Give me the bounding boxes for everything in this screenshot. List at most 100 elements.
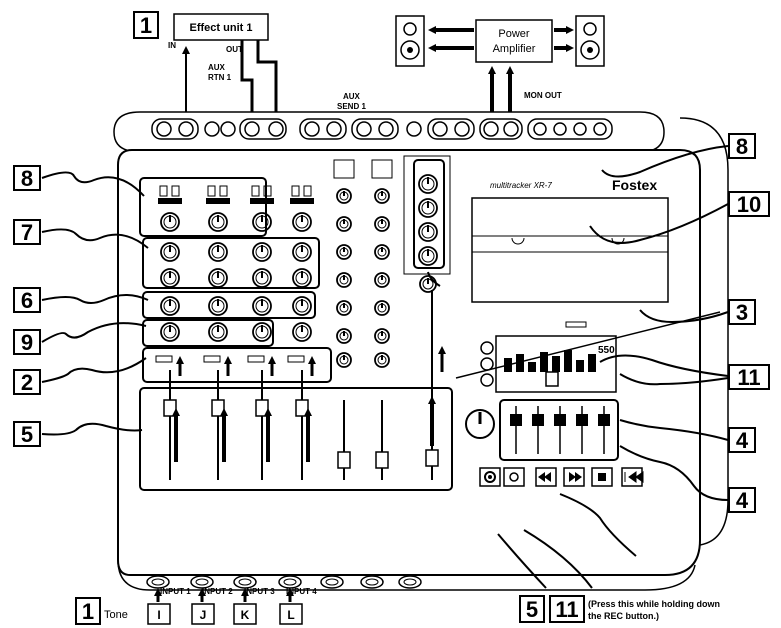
side-button[interactable]	[480, 357, 494, 371]
svg-text:4: 4	[736, 428, 749, 453]
brand-model: multitracker XR-7	[490, 181, 552, 190]
svg-text:1: 1	[82, 599, 94, 624]
channel-switch[interactable]	[251, 185, 260, 197]
input-jack[interactable]	[320, 575, 344, 589]
control-label-l: L	[287, 608, 294, 622]
out-cable-2	[256, 40, 278, 112]
box-7	[142, 237, 320, 289]
recorder-section: multitracker XR-7 Fostex 550	[465, 177, 669, 487]
channel-header	[371, 159, 393, 179]
fader-cap[interactable]	[337, 451, 351, 469]
footnote-line-2: the REC button.)	[588, 611, 659, 621]
aux-rtn-jacks[interactable]	[239, 118, 287, 140]
callout-right-8: 8	[728, 133, 756, 159]
aux-send-label-2: SEND 1	[337, 102, 366, 111]
jack-pair	[299, 118, 347, 140]
callout-bottom-11: 11	[549, 595, 585, 623]
track-fader-cap[interactable]	[532, 414, 544, 426]
channel-switch[interactable]	[303, 185, 312, 197]
channel-switch[interactable]	[263, 185, 272, 197]
cassette-door[interactable]	[471, 197, 669, 303]
aux-send-label-1: AUX	[343, 92, 361, 101]
box-6	[142, 291, 316, 319]
meter-bar	[540, 352, 548, 372]
channel-switch[interactable]	[291, 185, 300, 197]
out-label: OUT	[226, 45, 243, 54]
box-8	[139, 177, 267, 237]
master-panel	[403, 155, 451, 275]
svg-text:11: 11	[555, 597, 578, 622]
jack-pair	[151, 118, 199, 140]
stop-icon	[598, 473, 606, 481]
power-amp-group: Power Amplifier MON OUT	[395, 15, 605, 112]
pan-switch[interactable]	[155, 355, 173, 363]
tone-label: Tone	[104, 609, 128, 621]
aux-send-jacks[interactable]	[351, 118, 399, 140]
fast-forward-icon	[569, 472, 582, 482]
input-labels: INPUT 1 INPUT 2 INPUT 3 INPUT 4	[160, 587, 317, 596]
transport-button[interactable]	[503, 467, 525, 487]
channel-strips	[155, 155, 451, 480]
track-fader-box	[499, 399, 619, 461]
svg-text:2: 2	[21, 370, 33, 395]
out-cable-1	[240, 40, 254, 112]
callout-left-5: 5	[13, 421, 41, 447]
meter-bar	[528, 362, 536, 372]
callout-left-6: 6	[13, 287, 41, 313]
svg-text:11: 11	[737, 365, 760, 390]
channel-switch[interactable]	[171, 185, 180, 197]
svg-text:4: 4	[736, 488, 749, 513]
input-3-label: INPUT 3	[244, 587, 275, 596]
callout-top-1: 1	[133, 11, 159, 39]
callout-bottom-5: 5	[519, 595, 545, 623]
svg-text:10: 10	[737, 192, 761, 217]
pan-switch[interactable]	[247, 355, 265, 363]
track-fader-cap[interactable]	[576, 414, 588, 426]
transport-controls	[479, 467, 644, 487]
input-arrows	[154, 588, 294, 602]
channel-switch[interactable]	[207, 185, 216, 197]
aux-rtn-label-2: RTN 1	[208, 73, 232, 82]
callout-left-7: 7	[13, 219, 41, 245]
svg-text:8: 8	[736, 134, 748, 159]
meter-bar	[516, 354, 524, 372]
footnote-line-1: (Press this while holding down	[588, 599, 720, 609]
callout-left-2: 2	[13, 369, 41, 395]
input-jack[interactable]	[398, 575, 422, 589]
in-label: IN	[168, 41, 176, 50]
channel-switch[interactable]	[219, 185, 228, 197]
jack-quad	[527, 118, 613, 140]
input-2-label: INPUT 2	[202, 587, 233, 596]
pan-switch[interactable]	[203, 355, 221, 363]
channel-switch[interactable]	[159, 185, 168, 197]
jack[interactable]	[406, 121, 422, 137]
track-fader-cap[interactable]	[554, 414, 566, 426]
track-fader-cap[interactable]	[598, 414, 610, 426]
pan-switch[interactable]	[287, 355, 305, 363]
jack[interactable]	[204, 121, 220, 137]
skip-icon	[624, 471, 644, 483]
callout-right-4a: 4	[728, 427, 756, 453]
master-fader-cap[interactable]	[425, 449, 439, 467]
svg-text:3: 3	[736, 300, 748, 325]
meter-bar	[552, 356, 560, 372]
callout-right-3: 3	[728, 299, 756, 325]
track-fader-cap[interactable]	[510, 414, 522, 426]
callout-left-9: 9	[13, 329, 41, 355]
fader-cap[interactable]	[375, 451, 389, 469]
front-edge	[117, 559, 696, 591]
lcd-counter: 550	[598, 345, 615, 356]
effect-unit-label: Effect unit 1	[190, 22, 253, 34]
svg-text:6: 6	[21, 288, 33, 313]
side-button[interactable]	[480, 341, 494, 355]
input-jack[interactable]	[360, 575, 384, 589]
callout-left-8: 8	[13, 165, 41, 191]
mon-out-jacks[interactable]	[479, 118, 523, 140]
control-label-j: J	[200, 608, 207, 622]
control-labels: I J K L Tone	[104, 603, 303, 625]
side-button[interactable]	[480, 373, 494, 387]
lcd-button[interactable]	[545, 371, 559, 387]
rear-jacks	[151, 118, 613, 140]
jack[interactable]	[220, 121, 236, 137]
